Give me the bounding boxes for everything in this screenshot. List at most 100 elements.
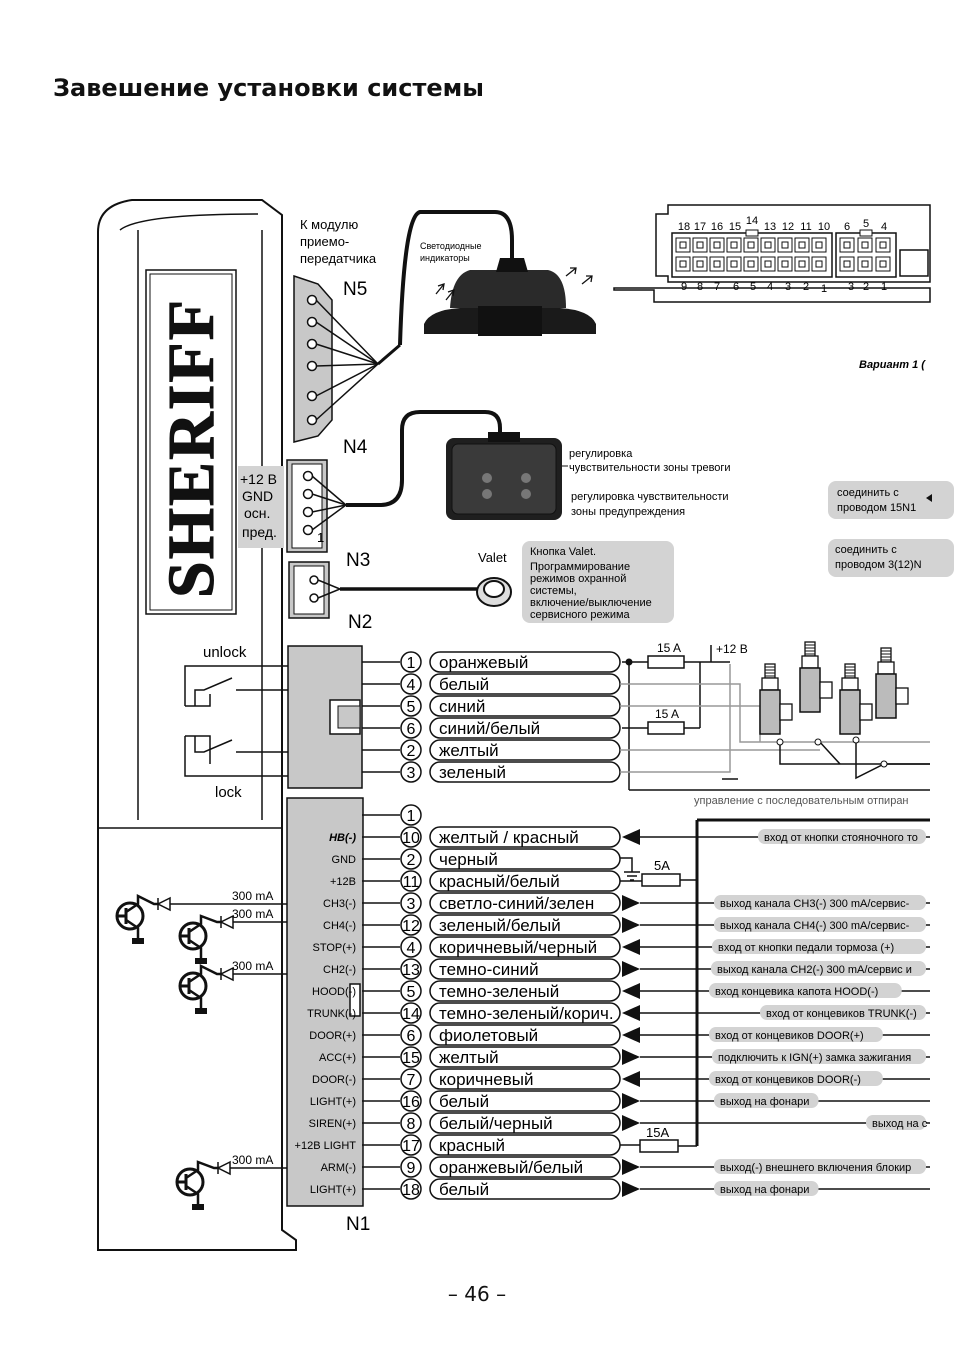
n1-wire-desc: выход(-) внешнего включения блокир [720, 1162, 911, 1174]
pin-label-top: 17 [694, 221, 706, 233]
pin-label-bottom: 9 [681, 281, 687, 293]
wire-pin-number: 9 [407, 1160, 416, 1177]
door-actuator [759, 663, 793, 735]
n1-signal-label: DOOR(+) [309, 1030, 356, 1042]
n1-signal-label: ARM(-) [321, 1162, 356, 1174]
brand-logo: SHERIFF [155, 298, 228, 598]
n4-label-gnd: GND [242, 488, 273, 504]
valet-note-line1: Кнопка Valet. [530, 546, 596, 558]
pin-label-bottom: 1 [881, 281, 887, 293]
wire-pin-number: 5 [407, 984, 416, 1001]
wire-pin-number: 6 [407, 721, 416, 738]
n4-pin [302, 488, 314, 500]
wire-color-label: белый/черный [439, 1114, 553, 1133]
door-actuator [875, 647, 909, 719]
n1-wire-desc: вход от кнопки педали тормоза (+) [718, 942, 894, 954]
n4-label-warn: пред. [242, 524, 277, 540]
output-transistor: 300 mA [178, 959, 287, 1014]
wire-color-label: желтый [439, 1048, 499, 1067]
n5-pin [306, 390, 318, 402]
lock-wire-4: 4 белый [362, 673, 621, 695]
n1-wire-desc: выход на с [872, 1118, 928, 1130]
n5-pin [306, 294, 318, 306]
wire-color-label: темно-зеленый/корич. [439, 1004, 614, 1023]
n1-wire-1: 1 [362, 804, 422, 826]
pin-label-top: 10 [818, 221, 830, 233]
n1-signal-label: LIGHT(+) [310, 1184, 356, 1196]
valet-button [476, 577, 512, 607]
wire-pin-number: 12 [402, 918, 420, 935]
pin-label-bottom: 6 [733, 281, 739, 293]
n1-signal-label: TRUNK(-) [307, 1008, 356, 1020]
n5-label-line1: К модулю [300, 217, 358, 232]
output-transistor: 300 mA [115, 889, 287, 944]
wire-color-label: белый [439, 675, 489, 694]
wire-color-label: желтый [439, 741, 499, 760]
wire-color-label: оранжевый/белый [439, 1158, 583, 1177]
shock-sensor [446, 432, 562, 520]
n1-wire-desc: вход от концевиков TRUNK(-) [766, 1008, 917, 1020]
wire-pin-number: 10 [402, 830, 420, 847]
fuse-15a-2 [647, 721, 685, 735]
pin-label-top: 18 [678, 221, 690, 233]
n5-pin [306, 360, 318, 372]
pin-label-bottom: 1 [821, 283, 827, 295]
pin-label-top: 16 [711, 221, 723, 233]
n1-signal-label: CH3(-) [323, 898, 356, 910]
wire-pin-number: 4 [407, 677, 416, 694]
pin-label-top: 13 [764, 221, 776, 233]
connect-note-2 [828, 539, 954, 577]
pin-label-top: 6 [844, 221, 850, 233]
n3-label: N3 [346, 550, 370, 571]
valet-label: Valet [478, 550, 507, 565]
wire-pin-number: 1 [407, 808, 416, 825]
valet-note-box [522, 541, 674, 623]
n1-wire-desc: вход от концевиков DOOR(-) [715, 1074, 861, 1086]
wire-pin-number: 5 [407, 699, 416, 716]
led-arrows-left [435, 283, 455, 301]
n1-wire-desc: вход концевика капота HOOD(-) [715, 986, 878, 998]
shock-label2-line2: зоны предупреждения [571, 506, 685, 518]
fuse-5a-label: 5A [654, 858, 670, 873]
fuse1-label: 15 A [657, 641, 681, 655]
n1-signal-label: GND [332, 854, 357, 866]
lock-relay [184, 735, 288, 777]
connect-note-1 [828, 481, 954, 519]
n5-label: N5 [343, 279, 367, 300]
n5-pin [306, 338, 318, 350]
wire-pin-number: 14 [402, 1006, 420, 1023]
wire-color-label: светло-синий/зелен [439, 894, 594, 913]
fuse-15a-n1-label: 15A [646, 1125, 669, 1140]
n4-label: N4 [343, 437, 368, 458]
valet-note-line5: включение/выключение [530, 597, 652, 609]
led-label-line2: индикаторы [420, 253, 470, 263]
n1-signal-label: CH2(-) [323, 964, 356, 976]
current-limit-label: 300 mA [232, 889, 273, 903]
page-title: Завешение установки системы [53, 74, 484, 102]
pin-label-top: 14 [746, 215, 758, 227]
wire-pin-number: 18 [402, 1182, 420, 1199]
brand-plate [145, 269, 237, 615]
pin-label-top: 4 [881, 221, 887, 233]
wire-pin-number: 3 [407, 896, 416, 913]
wire-pin-number: 13 [402, 962, 420, 979]
wire-color-label: оранжевый [439, 653, 528, 672]
valet-note-line2: Программирование [530, 561, 630, 573]
shock-label1-line1: регулировка [569, 448, 633, 460]
n4-pin [302, 524, 314, 536]
valet-note-line6: сервисного режима [530, 609, 631, 621]
